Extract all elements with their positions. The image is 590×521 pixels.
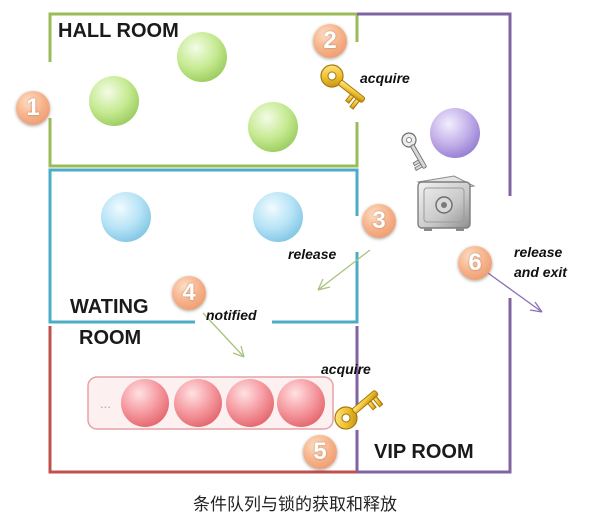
vip-room-label: VIP ROOM: [374, 441, 474, 463]
vip-thread-ball: [430, 108, 480, 158]
silver-key-icon: [401, 132, 427, 172]
acquire-bottom-label: acquire: [321, 361, 371, 377]
notified-label: notified: [206, 307, 257, 323]
waiting-thread-ball-1: [101, 192, 151, 242]
exit-arrow: [487, 272, 543, 313]
queue-thread-ball-4: [277, 379, 325, 427]
golden-key-icon: [320, 64, 366, 110]
waiting-room-label-line2: ROOM: [79, 327, 142, 349]
golden-key-icon: [334, 390, 384, 430]
release-arrow: [317, 249, 371, 291]
vip-room-walls: [355, 12, 512, 474]
queue-thread-ball-3: [226, 379, 274, 427]
step-5-badge: 5: [303, 435, 337, 469]
release-exit-label-line2: and exit: [514, 264, 567, 280]
queue-ellipsis: ...: [100, 396, 111, 411]
hall-thread-ball-3: [248, 102, 298, 152]
hall-thread-ball-2: [89, 76, 139, 126]
notified-arrow: [202, 312, 245, 358]
diagram-caption: 条件队列与锁的获取和释放: [193, 495, 397, 515]
waiting-thread-ball-2: [253, 192, 303, 242]
hall-room-walls: [48, 12, 359, 168]
waiting-room-walls: [48, 168, 359, 324]
release-label: release: [288, 246, 337, 262]
step-2-badge: 2: [313, 24, 347, 58]
queue-room-walls: [48, 326, 357, 474]
hall-thread-ball-1: [177, 32, 227, 82]
step-6-badge: 6: [458, 246, 492, 280]
hall-room-label: HALL ROOM: [58, 20, 179, 42]
safe-icon: [416, 175, 476, 231]
step-4-badge: 4: [172, 276, 206, 310]
queue-thread-ball-1: [121, 379, 169, 427]
release-exit-label-line1: release: [514, 244, 563, 260]
waiting-room-label-line1: WATING: [70, 296, 149, 318]
queue-thread-ball-2: [174, 379, 222, 427]
step-1-badge: 1: [16, 91, 50, 125]
step-3-badge: 3: [362, 204, 396, 238]
acquire-top-label: acquire: [360, 70, 410, 86]
